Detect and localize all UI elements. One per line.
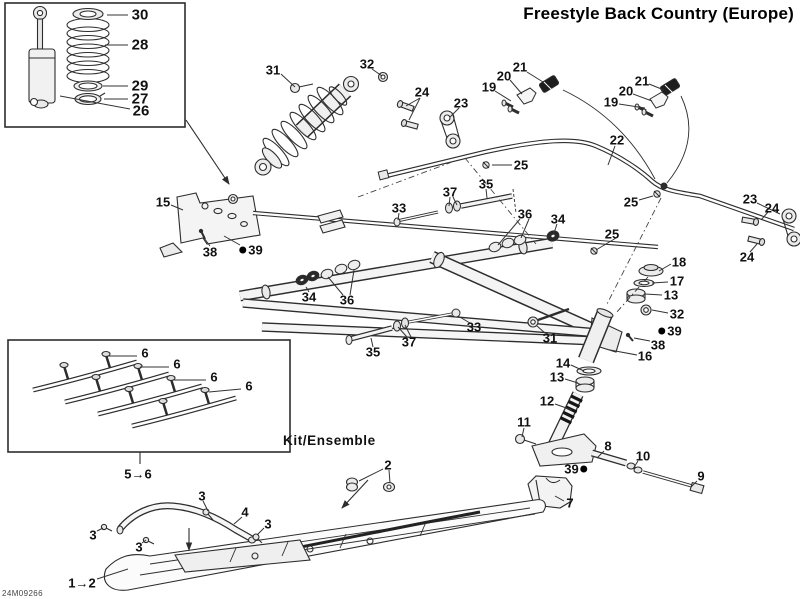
ski-leg-bracket (159, 192, 261, 258)
callout-19: 19 (603, 94, 619, 110)
callout-33: 33 (391, 200, 407, 216)
callout-13: 13 (549, 369, 565, 385)
bushings (295, 230, 560, 286)
assembled-shock (254, 71, 389, 176)
callout-23: 23 (453, 95, 469, 111)
callout-37: 37 (442, 184, 458, 200)
leader-lines (59, 14, 781, 580)
callout-36: 36 (517, 206, 533, 222)
bar-link-right (741, 208, 800, 247)
bar-clamp-left (501, 75, 560, 115)
inset-runner-kit (7, 339, 291, 464)
callout-2: 2 (384, 457, 392, 473)
callout-6: 6 (173, 356, 181, 372)
callout-7: 7 (566, 495, 574, 511)
callout-25: 25 (604, 226, 620, 242)
callout-36: 36 (339, 292, 355, 308)
runner-3 (97, 374, 203, 417)
callout-38: 38 (202, 244, 218, 260)
callout-3: 3 (89, 527, 97, 543)
callout-23: 23 (742, 191, 758, 207)
callout-35: 35 (478, 176, 494, 192)
callout-37: 37 (401, 334, 417, 350)
callout-34: 34 (550, 211, 566, 227)
callout-20: 20 (618, 83, 634, 99)
callout-4: 4 (241, 504, 249, 520)
shock-absorber-drawing (28, 5, 56, 109)
callout-39: 39 (564, 463, 589, 476)
grease-marker-icon (658, 327, 666, 335)
callout-39: 39 (656, 325, 682, 338)
callout-25: 25 (513, 157, 529, 173)
callout-12: 12 (539, 393, 555, 409)
tie-rod-upper (393, 188, 517, 227)
callout-32: 32 (669, 306, 685, 322)
page-title: Freestyle Back Country (Europe) (523, 4, 794, 23)
callout-14: 14 (555, 355, 571, 371)
callout-6: 6 (141, 345, 149, 361)
callout-34: 34 (301, 289, 317, 305)
callout-26: 26 (132, 102, 150, 120)
shock-bolt (289, 82, 314, 94)
callout-28: 28 (131, 36, 149, 54)
callout-39: 39 (237, 244, 263, 257)
grease-marker-icon (239, 246, 247, 254)
callout-3: 3 (198, 488, 206, 504)
callout-35: 35 (365, 344, 381, 360)
callout-33: 33 (466, 319, 482, 335)
document-number: 24M09266 (2, 589, 44, 598)
callout-13: 13 (663, 287, 679, 303)
ski-assembly (100, 477, 546, 591)
kit-caption: Kit/Ensemble (283, 433, 376, 448)
callout-27: 27 (131, 90, 149, 108)
shock-nut (377, 71, 389, 83)
callout-31: 31 (542, 330, 558, 346)
callout-21: 21 (512, 59, 528, 75)
callout-31: 31 (265, 62, 281, 78)
tie-rod-lower (345, 308, 461, 345)
callout-5-6: 5→6 (124, 466, 152, 482)
callout-24: 24 (739, 249, 755, 265)
callout-1-2: 1→2 (68, 575, 96, 591)
callout-15: 15 (155, 194, 171, 210)
runner-1 (32, 350, 138, 393)
callout-22: 22 (609, 132, 625, 148)
callout-24: 24 (414, 84, 430, 100)
callout-8: 8 (604, 438, 612, 454)
spindle-assembly (514, 263, 705, 509)
inset-shock-kit (4, 2, 186, 128)
direction-arrows (185, 119, 369, 552)
callout-18: 18 (671, 254, 687, 270)
runner-2 (64, 362, 170, 405)
callout-6: 6 (245, 378, 253, 394)
callout-10: 10 (635, 448, 651, 464)
callout-21: 21 (634, 73, 650, 89)
callout-17: 17 (669, 273, 685, 289)
runner-4 (131, 386, 237, 429)
bar-link-left (396, 100, 461, 149)
callout-20: 20 (496, 68, 512, 84)
callout-24: 24 (764, 200, 780, 216)
callout-19: 19 (481, 79, 497, 95)
phantom-lines (357, 157, 662, 307)
callout-6: 6 (210, 369, 218, 385)
callout-16: 16 (637, 348, 653, 364)
callout-11: 11 (517, 414, 531, 430)
bar-bolts-25 (482, 161, 661, 255)
callout-32: 32 (359, 56, 375, 72)
callout-30: 30 (131, 6, 149, 24)
callout-25: 25 (623, 194, 639, 210)
callout-9: 9 (697, 468, 705, 484)
callout-29: 29 (131, 77, 149, 95)
callout-38: 38 (650, 337, 666, 353)
callout-3: 3 (264, 516, 272, 532)
grease-marker-icon (580, 465, 588, 473)
sway-bar (377, 89, 795, 232)
callout-3: 3 (135, 539, 143, 555)
